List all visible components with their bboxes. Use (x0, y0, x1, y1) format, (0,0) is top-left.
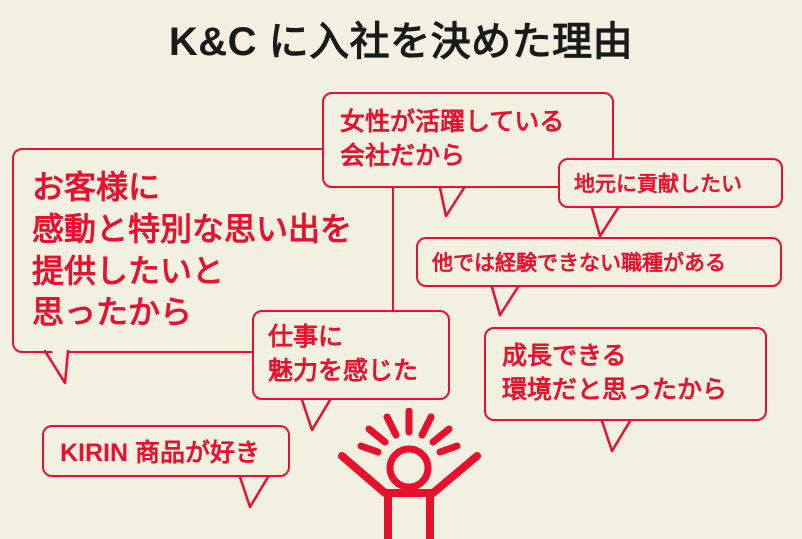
bubble-women-line-2: 会社だから (340, 142, 466, 170)
bubble-customer-line-3: 提供したいと (32, 252, 225, 289)
page-title: K&C に入社を決めた理由 (168, 20, 634, 64)
speech-bubble-growth: 成長できる 環境だと思ったから (484, 327, 767, 421)
speech-bubble-kirin-products: KIRIN 商品が好き (42, 425, 290, 477)
bubble-kirin-line-1: KIRIN 商品が好き (60, 439, 261, 467)
bubble-growth-line-1: 成長できる (502, 342, 627, 371)
bubble-unique-line-1: 他では経験できない職種がある (432, 252, 726, 275)
bubble-growth-line-2: 環境だと思ったから (502, 376, 728, 404)
bubble-customer-line-1: お客様に (32, 169, 161, 206)
speech-bubble-customer: お客様に 感動と特別な思い出を 提供したいと 思ったから (12, 148, 394, 353)
bubble-work-line-2: 魅力を感じた (268, 357, 419, 385)
bubble-customer-line-2: 感動と特別な思い出を (32, 210, 353, 247)
bubble-local-line-1: 地元に貢献したい (574, 173, 742, 196)
cheering-person-icon (338, 408, 481, 539)
bubble-customer-line-4: 思ったから (32, 294, 193, 331)
speech-bubble-women: 女性が活躍している 会社だから (322, 92, 614, 188)
speech-bubble-work-appeal: 仕事に 魅力を感じた (252, 310, 450, 400)
speech-bubble-unique-job: 他では経験できない職種がある (416, 237, 782, 287)
bubble-women-line-1: 女性が活躍している (340, 108, 565, 137)
speech-bubble-local: 地元に貢献したい (558, 158, 783, 208)
bubble-work-line-1: 仕事に (268, 323, 344, 352)
